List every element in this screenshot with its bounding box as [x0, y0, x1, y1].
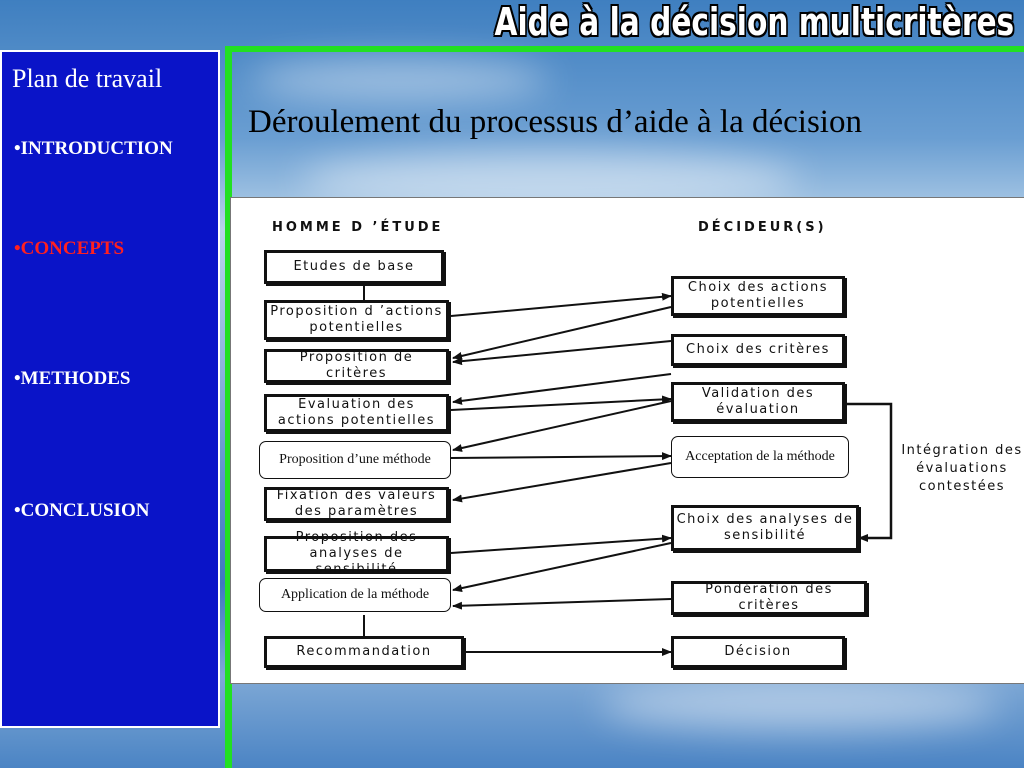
arrow-sensibilite-to-choix: [450, 534, 672, 554]
step-decision: Décision: [671, 636, 845, 668]
step-fixation-parametres: Fixation des valeurs des paramètres: [264, 487, 449, 521]
step-proposition-sensibilite: Proposition des analyses de sensibilité: [264, 530, 449, 577]
arrow-choix-criteres-to-evaluation: [452, 373, 672, 405]
step-acceptation-methode: Acceptation de la méthode: [671, 436, 849, 478]
step-recommandation: Recommandation: [264, 636, 464, 668]
step-etudes-de-base: Etudes de base: [264, 250, 444, 284]
sidebar-item-concepts[interactable]: •CONCEPTS: [14, 238, 125, 259]
diagram-connectors: [363, 284, 893, 656]
arrow-validation-to-methode: [452, 400, 672, 452]
header-decideurs: DÉCIDEUR(S): [698, 220, 827, 235]
step-proposition-criteres: Proposition de critères: [264, 349, 449, 383]
sidebar-title: Plan de travail: [12, 64, 163, 93]
accent-line-horizontal: [225, 46, 1024, 52]
step-application-methode: Application de la méthode: [259, 578, 451, 612]
sidebar-item-conclusion[interactable]: •CONCLUSION: [14, 500, 150, 521]
arrow-choix-sensibilite-to-application: [452, 542, 672, 593]
slide-title: Aide à la décision multicritères: [494, 0, 1014, 44]
sidebar-plan: Plan de travail •INTRODUCTION •CONCEPTS …: [0, 50, 220, 728]
note-integration-evaluations: Intégration des évaluations contestées: [901, 443, 1023, 494]
arrow-criteres-back: [452, 340, 672, 366]
step-choix-sensibilite: Choix des analyses de sensibilité: [671, 505, 859, 551]
arrow-ponderation-to-application: [452, 598, 672, 610]
accent-line-vertical: [225, 46, 232, 768]
sidebar-item-methodes[interactable]: •METHODES: [14, 368, 131, 389]
arrow-acceptation-to-fixation: [452, 462, 672, 503]
header-homme-etude: HOMME D ’ÉTUDE: [272, 220, 444, 235]
arrow-choix-to-criteres: [452, 306, 672, 360]
page-heading: Déroulement du processus d’aide à la déc…: [248, 104, 862, 140]
step-choix-criteres: Choix des critères: [671, 334, 845, 366]
arrow-evaluation-to-validation: [450, 395, 672, 411]
step-evaluation-actions: Evaluation des actions potentielles: [264, 394, 449, 432]
step-proposition-methode: Proposition d’une méthode: [259, 441, 451, 479]
arrow-integration-loop: [845, 402, 893, 542]
arrow-methode-to-acceptation: [450, 452, 672, 461]
step-proposition-actions: Proposition d ’actions potentielles: [264, 300, 449, 340]
step-ponderation-criteres: Pondération des critères: [671, 581, 867, 615]
step-choix-actions: Choix des actions potentielles: [671, 276, 845, 316]
process-diagram: HOMME D ’ÉTUDE DÉCIDEUR(S) Etudes de bas…: [230, 197, 1024, 684]
step-validation-evaluation: Validation des évaluation: [671, 382, 845, 422]
arrow-actions-to-choix: [450, 292, 672, 317]
sidebar-item-introduction[interactable]: •INTRODUCTION: [14, 138, 173, 159]
